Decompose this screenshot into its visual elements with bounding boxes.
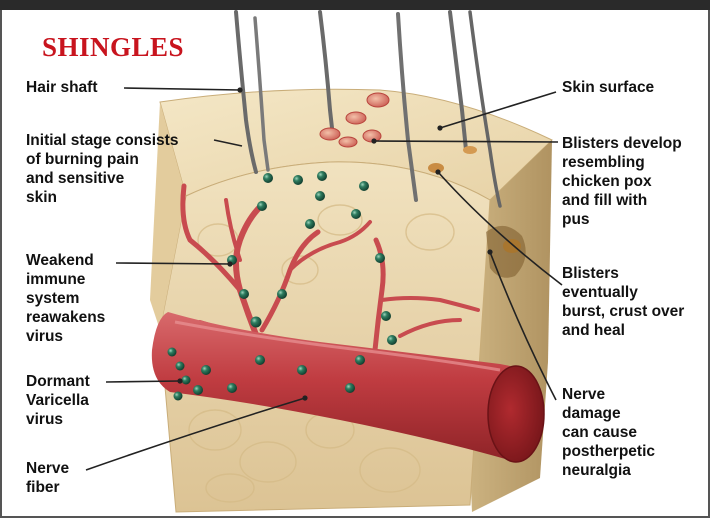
leader-dot (228, 262, 232, 266)
label-nerve-fiber: Nerve fiber (26, 459, 69, 497)
blister (339, 137, 357, 147)
leader-dot (303, 396, 307, 400)
leader-dot (178, 379, 182, 383)
blister (367, 93, 389, 107)
top-border-band (0, 0, 710, 10)
label-nerve-damage: Nerve damage can cause postherpetic neur… (562, 385, 655, 480)
blister (320, 128, 340, 140)
virus-particle (345, 383, 355, 393)
virus-particle (182, 376, 191, 385)
virus-particle (176, 362, 185, 371)
virus-particle (168, 348, 177, 357)
virus-particle (305, 219, 315, 229)
virus-particle (174, 392, 183, 401)
virus-particle (381, 311, 391, 321)
leader-line (106, 381, 180, 382)
virus-particle (201, 365, 211, 375)
virus-particle (239, 289, 249, 299)
leader-dot (488, 250, 492, 254)
virus-particle (317, 171, 327, 181)
leader-line (374, 141, 558, 142)
label-dormant-varicella-virus: Dormant Varicella virus (26, 372, 90, 429)
virus-particle (359, 181, 369, 191)
virus-particle (193, 385, 203, 395)
label-hair-shaft: Hair shaft (26, 78, 98, 97)
diagram-title: SHINGLES (42, 32, 184, 63)
side-crust (503, 239, 521, 253)
virus-particle (355, 355, 365, 365)
virus-particle (255, 355, 265, 365)
virus-particle (293, 175, 303, 185)
virus-particle (277, 289, 287, 299)
leader-dot (372, 139, 376, 143)
nerve-fiber-end (488, 366, 544, 462)
leader-dot (438, 126, 442, 130)
label-initial-stage: Initial stage consists of burning pain a… (26, 131, 178, 207)
virus-particle (257, 201, 267, 211)
virus-particle (351, 209, 361, 219)
label-skin-surface: Skin surface (562, 78, 654, 97)
leader-line (124, 88, 240, 90)
label-blisters-burst: Blisters eventually burst, crust over an… (562, 264, 684, 340)
blister-crust (463, 146, 477, 154)
leader-dot (238, 88, 242, 92)
blister (346, 112, 366, 124)
label-blisters-develop: Blisters develop resembling chicken pox … (562, 134, 682, 229)
virus-particle (227, 383, 237, 393)
leader-line (116, 263, 230, 264)
virus-particle (251, 317, 262, 328)
virus-particle (375, 253, 385, 263)
virus-particle (387, 335, 397, 345)
virus-particle (263, 173, 273, 183)
label-weakened-immune-system: Weakend immune system reawakens virus (26, 251, 105, 346)
virus-particle (315, 191, 325, 201)
virus-particle (297, 365, 307, 375)
leader-dot (436, 170, 440, 174)
